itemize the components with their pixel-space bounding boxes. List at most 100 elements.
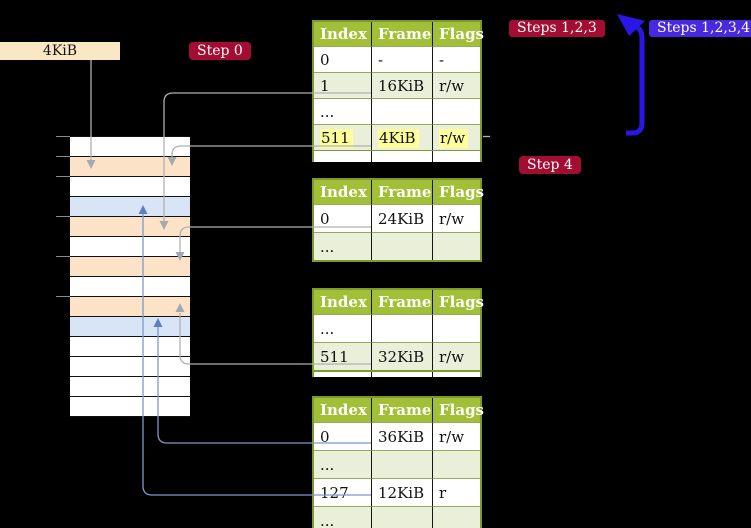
frame-address-box: 4KiB [0,42,120,60]
table-row: 511 4KiB r/w [314,124,480,150]
badge-step-4: Step 4 [519,156,581,174]
table-partial-row [312,151,482,162]
column-header: Flags [432,290,484,314]
column-header: Frame [371,398,432,422]
table-cell: 4KiB [371,124,432,150]
badge-steps-123: Steps 1,2,3 [509,20,605,37]
table-cell: ... [314,98,371,124]
table-cell [432,232,480,260]
memory-stack [70,136,190,417]
table-cell: 0 [314,46,371,72]
frame-address-label: 4KiB [42,43,78,59]
recursive-loop-arrowhead [617,14,645,36]
highlighted-value: 511 [320,128,353,148]
table-cell: r/w [432,422,480,450]
table-cell: 511 [314,124,371,150]
highlighted-value: r/w [439,128,469,148]
table-row: ... [314,232,480,260]
table-cell: 511 [314,342,371,370]
table-cell [432,450,480,478]
memory-address-ticks [56,136,70,297]
table-cell: ... [314,450,371,478]
column-divider [371,151,372,162]
table-cell [432,98,480,124]
table-cell: r [432,478,480,506]
table-cell [371,450,432,478]
badge-step-4-label: Step 4 [527,157,573,173]
column-header: Index [314,22,371,46]
table-cell: 32KiB [371,342,432,370]
table-cell [371,314,432,342]
memory-frame-row [70,257,190,277]
table-row: ... [314,450,480,478]
badge-step-0-label: Step 0 [197,43,243,59]
table-cell: 12KiB [371,478,432,506]
table-cell: - [371,46,432,72]
column-divider [432,372,433,377]
memory-frame-row [70,277,190,297]
table-cell: 36KiB [371,422,432,450]
memory-frame-row [70,297,190,317]
table-cell [432,506,480,528]
badge-steps-1234: Steps 1,2,3,4 [649,20,751,37]
column-header: Frame [371,290,432,314]
column-header: Frame [371,180,432,204]
table-cell: - [432,46,480,72]
table-row: 0-- [314,46,480,72]
memory-frame-row [70,157,190,177]
memory-frame-row [70,337,190,357]
column-header: Flags [432,398,484,422]
column-header: Index [314,398,371,422]
column-header: Index [314,290,371,314]
table-row: ... [314,98,480,124]
table-cell: 24KiB [371,204,432,232]
table-cell: r/w [432,72,480,98]
column-header: Flags [432,22,484,46]
table-cell: 0 [314,422,371,450]
memory-frame-row [70,357,190,377]
table-cell [371,232,432,260]
table-cell: r/w [432,342,480,370]
table-row: ... [314,506,480,528]
table-cell: 0 [314,204,371,232]
table-cell: r/w [432,204,480,232]
table-cell: 1 [314,72,371,98]
table-cell: r/w [432,124,480,150]
memory-frame-row [70,137,190,157]
table-cell: 127 [314,478,371,506]
column-divider [432,151,433,162]
table-cell: ... [314,314,371,342]
table-partial-row [312,372,482,377]
memory-frame-row [70,237,190,257]
table-row: ... [314,314,480,342]
recursive-loop-arrow [626,23,645,136]
table-cell [432,314,480,342]
badge-steps-123-label: Steps 1,2,3 [517,20,597,36]
badge-steps-1234-label: Steps 1,2,3,4 [657,20,751,36]
table-cell [371,506,432,528]
table-cell: ... [314,506,371,528]
highlighted-value: 4KiB [378,128,419,148]
column-header: Index [314,180,371,204]
memory-frame-row [70,397,190,417]
column-header: Frame [371,22,432,46]
table-cell: ... [314,232,371,260]
table-cell: 16KiB [371,72,432,98]
badge-step-0: Step 0 [189,42,251,60]
memory-frame-row [70,177,190,197]
table-cell [371,98,432,124]
memory-frame-row [70,217,190,237]
